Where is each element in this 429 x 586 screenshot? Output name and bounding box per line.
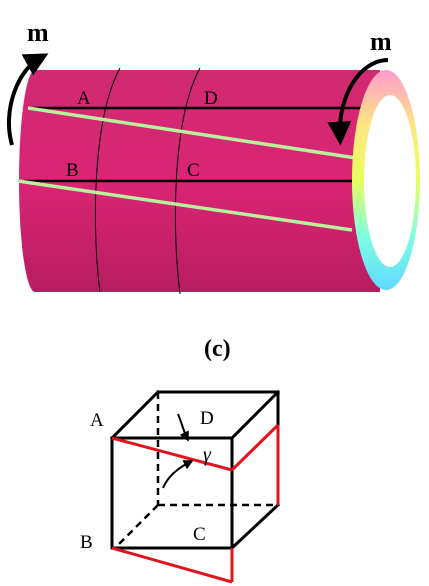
shear-arrow-top-icon — [177, 413, 189, 442]
hidden-edge-diagonal — [114, 504, 159, 549]
cube-point-label-a: A — [90, 410, 104, 431]
cube-diagram: A D γ B C — [80, 389, 281, 584]
moment-arrow-right-icon — [327, 58, 389, 146]
circumference-line-right — [174, 67, 201, 295]
cube-point-label-d: D — [200, 408, 214, 429]
circumference-line-left — [94, 67, 121, 293]
cube-sheared-edges — [111, 423, 280, 584]
moment-label-left: m — [27, 18, 49, 47]
shear-angle-label: γ — [203, 444, 212, 466]
cylinder-end-hole — [364, 95, 416, 267]
point-label-a: A — [77, 88, 91, 109]
shear-arrow-bottom-icon — [162, 460, 194, 489]
point-label-d: D — [204, 88, 218, 109]
moment-label-right: m — [370, 27, 392, 56]
moment-arrow-left-icon — [7, 53, 49, 146]
cube-point-label-c: C — [193, 524, 206, 545]
cube-visible-edges — [109, 389, 281, 551]
twisted-line-top — [27, 106, 357, 160]
cube-point-label-b: B — [80, 532, 93, 553]
point-label-c: C — [187, 160, 200, 181]
point-label-b: B — [66, 160, 79, 181]
cylinder-diagram: m m A D B C — [7, 18, 420, 295]
panel-label: (c) — [204, 336, 231, 362]
twisted-line-bottom — [17, 179, 353, 232]
